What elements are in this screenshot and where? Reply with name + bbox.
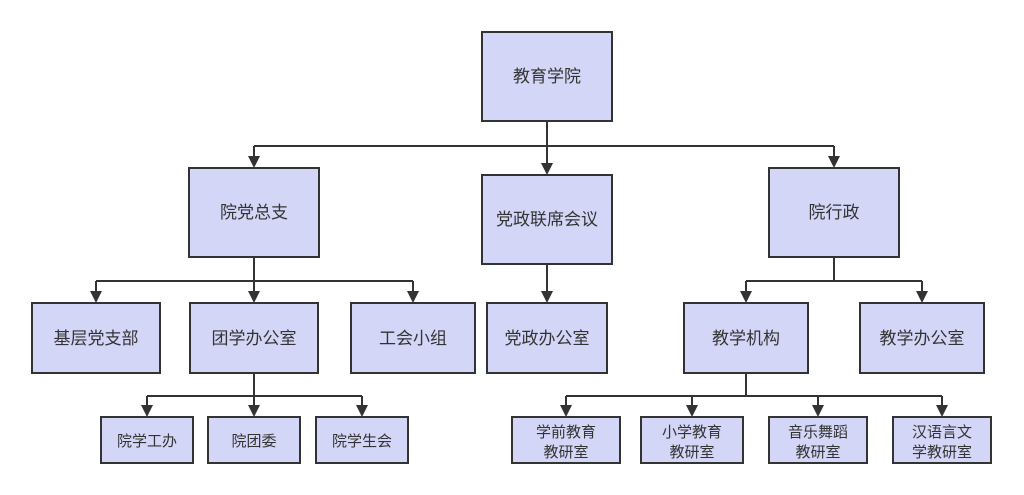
node-chinese-line1: 汉语言文 bbox=[912, 423, 972, 441]
arrowhead-union bbox=[407, 291, 419, 303]
arrowhead-league bbox=[248, 291, 260, 303]
node-student-affairs: 院学工办 bbox=[100, 416, 194, 464]
node-root: 教育学院 bbox=[481, 31, 613, 122]
arrowhead-student-affairs bbox=[141, 405, 153, 417]
arrowhead-teaching-office bbox=[916, 291, 928, 303]
node-grassroots-branch: 基层党支部 bbox=[31, 302, 161, 374]
arrowhead-chinese bbox=[936, 405, 948, 417]
node-league-office-label: 团学办公室 bbox=[212, 329, 297, 349]
arrowhead-youth bbox=[248, 405, 260, 417]
node-student-union-label: 院学生会 bbox=[332, 432, 392, 450]
arrowhead-party-branch bbox=[248, 156, 260, 168]
node-joint-meeting: 党政联席会议 bbox=[481, 174, 613, 265]
node-union-group: 工会小组 bbox=[350, 302, 476, 374]
node-party-admin-office-label: 党政办公室 bbox=[505, 329, 590, 349]
node-admin: 院行政 bbox=[768, 167, 900, 258]
node-root-label: 教育学院 bbox=[513, 67, 581, 87]
node-primary-office: 小学教育 教研室 bbox=[640, 416, 744, 464]
node-student-affairs-label: 院学工办 bbox=[117, 432, 177, 450]
node-party-branch: 院党总支 bbox=[188, 167, 320, 258]
node-teaching-office-label: 教学办公室 bbox=[880, 329, 965, 349]
node-student-union: 院学生会 bbox=[315, 416, 409, 464]
node-party-branch-label: 院党总支 bbox=[220, 203, 288, 223]
node-music-line1: 音乐舞蹈 bbox=[788, 423, 848, 441]
node-chinese-line2: 学教研室 bbox=[912, 443, 972, 461]
arrowhead-grassroots bbox=[90, 291, 102, 303]
node-admin-label: 院行政 bbox=[809, 203, 860, 223]
arrowhead-student-union bbox=[356, 405, 368, 417]
node-preschool-office: 学前教育 教研室 bbox=[511, 416, 621, 464]
node-teaching-institute: 教学机构 bbox=[683, 302, 809, 374]
arrowheads bbox=[90, 156, 948, 417]
node-youth-league: 院团委 bbox=[207, 416, 301, 464]
arrowhead-admin bbox=[828, 156, 840, 168]
node-union-group-label: 工会小组 bbox=[379, 329, 447, 349]
arrowhead-joint-meeting bbox=[541, 163, 553, 175]
arrowhead-institute bbox=[740, 291, 752, 303]
node-primary-line1: 小学教育 bbox=[662, 423, 722, 441]
arrowhead-preschool bbox=[560, 405, 572, 417]
node-chinese-office: 汉语言文 学教研室 bbox=[892, 416, 992, 464]
node-preschool-line1: 学前教育 bbox=[536, 423, 596, 441]
node-party-admin-office: 党政办公室 bbox=[486, 302, 608, 374]
node-grassroots-branch-label: 基层党支部 bbox=[54, 329, 139, 349]
node-league-office: 团学办公室 bbox=[189, 302, 319, 374]
arrowhead-music bbox=[812, 405, 824, 417]
node-preschool-line2: 教研室 bbox=[543, 443, 588, 461]
node-primary-line2: 教研室 bbox=[669, 443, 714, 461]
node-joint-meeting-label: 党政联席会议 bbox=[496, 210, 598, 230]
arrowhead-party-admin-office bbox=[541, 291, 553, 303]
node-teaching-office: 教学办公室 bbox=[859, 302, 985, 374]
node-music-office: 音乐舞蹈 教研室 bbox=[768, 416, 868, 464]
node-youth-league-label: 院团委 bbox=[231, 432, 276, 450]
node-music-line2: 教研室 bbox=[795, 443, 840, 461]
arrowhead-primary bbox=[686, 405, 698, 417]
node-teaching-institute-label: 教学机构 bbox=[712, 329, 780, 349]
